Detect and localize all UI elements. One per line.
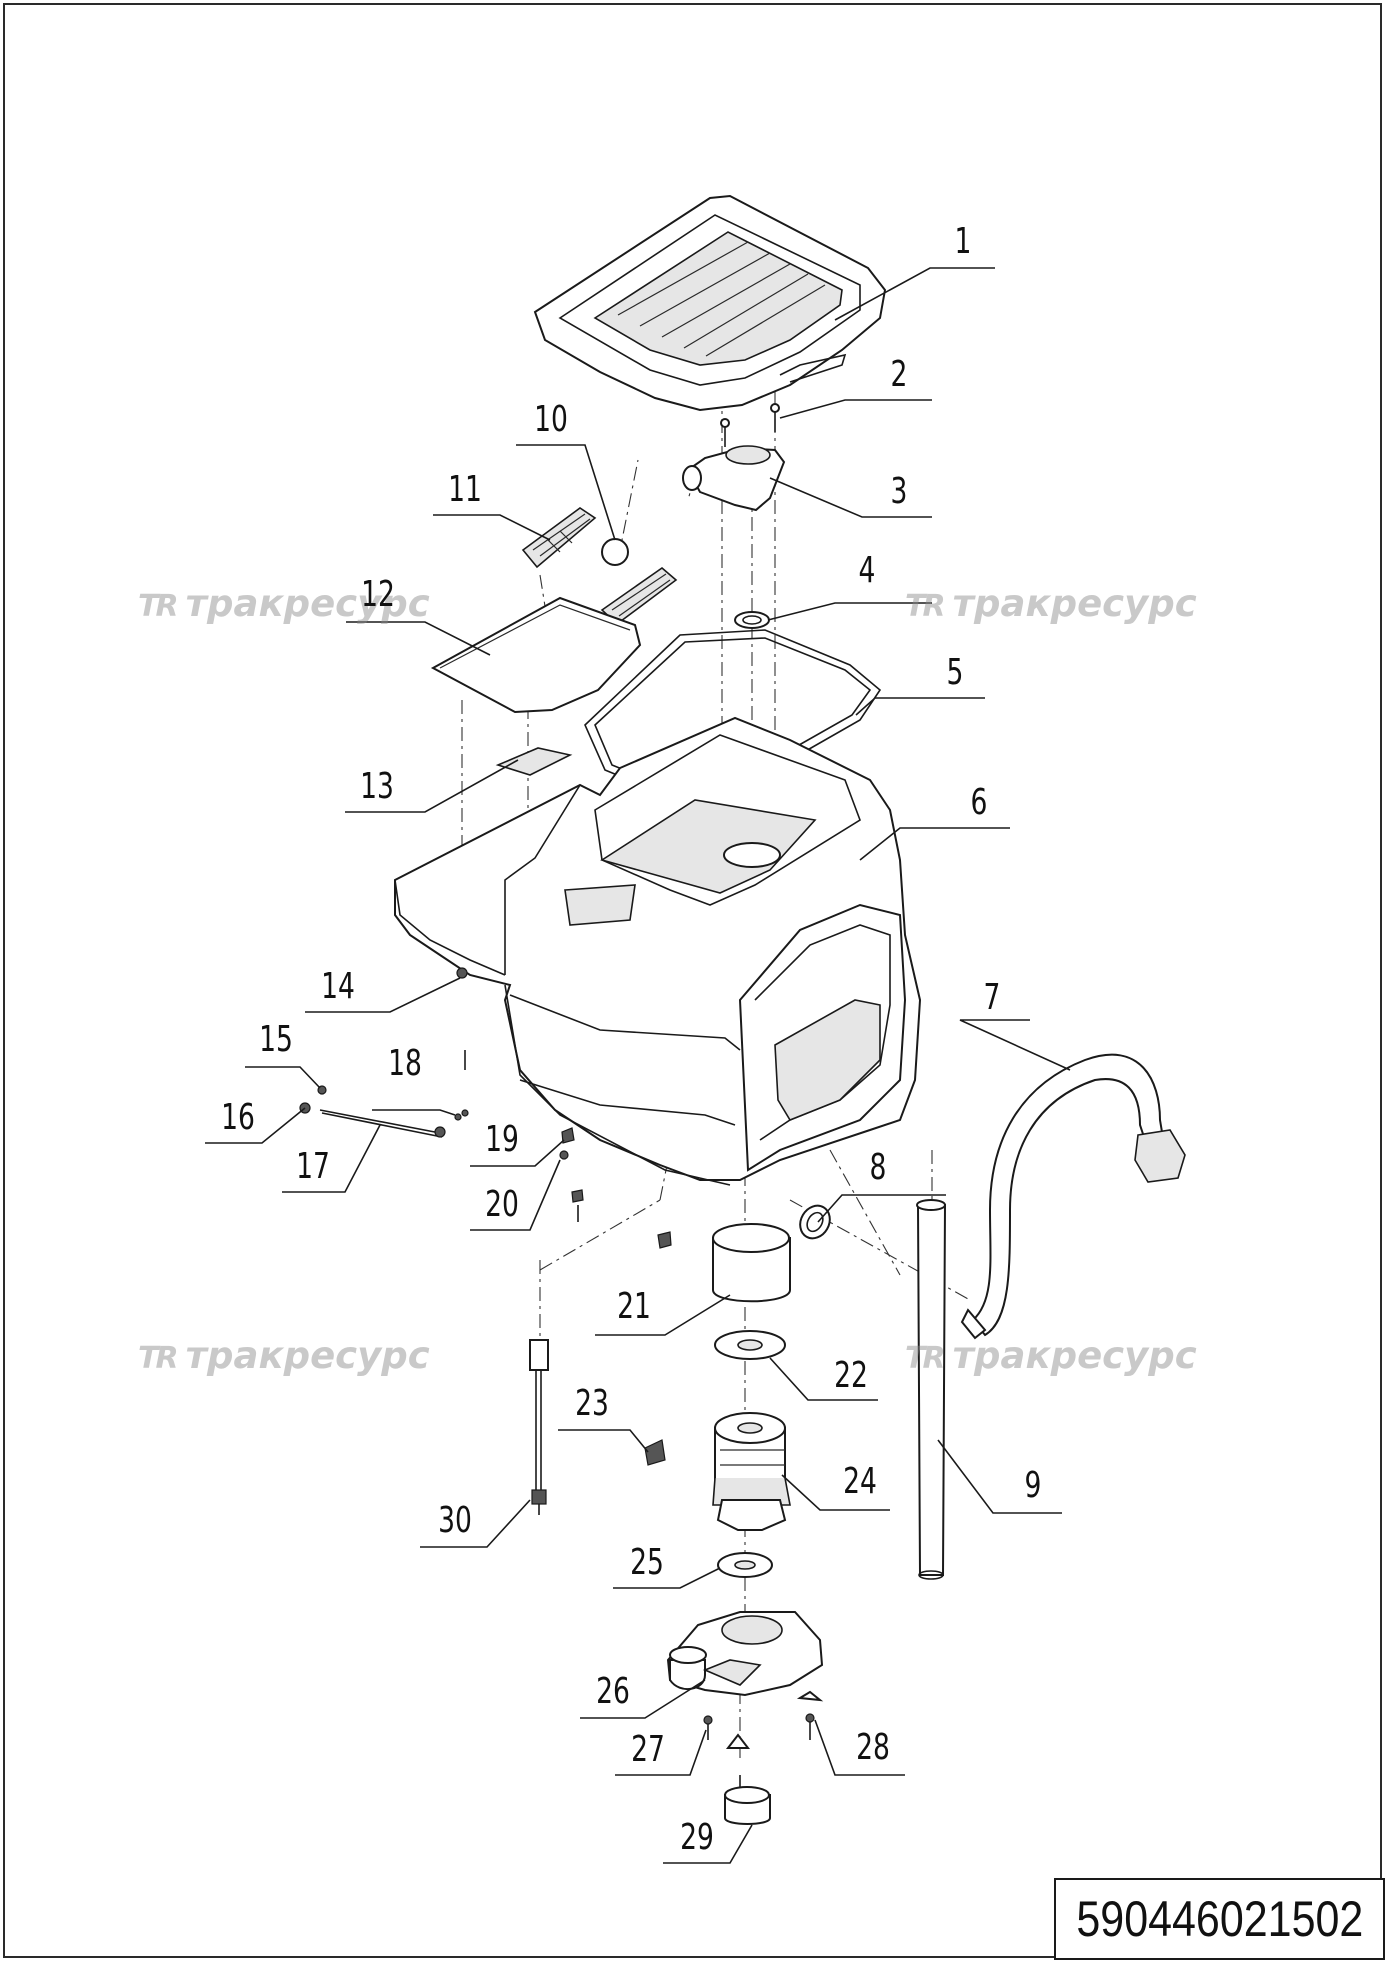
callout-2: 2 xyxy=(890,354,908,395)
watermark-text: тракресурс xyxy=(185,582,430,625)
part-23-clip xyxy=(644,1439,666,1466)
callout-14: 14 xyxy=(321,966,355,1007)
callout-24: 24 xyxy=(843,1461,877,1502)
callout-22: 22 xyxy=(834,1355,868,1396)
part-26-motor-base xyxy=(666,1611,824,1697)
part-30-level-sensor xyxy=(529,1339,549,1515)
callout-1: 1 xyxy=(954,221,972,262)
callout-26: 26 xyxy=(596,1671,630,1712)
drawing-number: 590446021502 xyxy=(1076,1891,1364,1947)
callout-28: 28 xyxy=(856,1727,890,1768)
parts-27-29-fasteners xyxy=(703,1690,824,1825)
watermark-text: тракресурс xyxy=(952,582,1197,625)
watermark-text: тракресурс xyxy=(185,1334,430,1377)
callout-29: 29 xyxy=(680,1817,714,1858)
callout-25: 25 xyxy=(630,1542,664,1583)
callout-13: 13 xyxy=(360,766,394,807)
watermark-logo: TR xyxy=(138,589,179,624)
part-8-clamp xyxy=(799,1204,831,1240)
part-7-hose xyxy=(960,1053,1186,1340)
part-24-motor xyxy=(712,1412,791,1531)
part-1-seat-cover xyxy=(533,194,887,412)
callout-19: 19 xyxy=(485,1119,519,1160)
callout-12: 12 xyxy=(361,574,395,615)
callout-21: 21 xyxy=(617,1286,651,1327)
callout-16: 16 xyxy=(221,1097,255,1138)
callout-27: 27 xyxy=(631,1729,665,1770)
callout-23: 23 xyxy=(575,1383,609,1424)
callout-9: 9 xyxy=(1024,1465,1042,1506)
callout-6: 6 xyxy=(970,782,988,823)
callout-10: 10 xyxy=(534,399,568,440)
part-22-washer xyxy=(714,1330,786,1360)
watermark-text: тракресурс xyxy=(952,1334,1197,1377)
callout-4: 4 xyxy=(858,550,876,591)
watermark-logo: TR xyxy=(905,589,946,624)
part-4-seal-ring xyxy=(734,611,770,629)
part-13-label xyxy=(495,747,573,776)
part-6-tank-body xyxy=(394,716,922,1186)
part-2-screw xyxy=(720,403,780,447)
callout-11: 11 xyxy=(448,469,482,510)
callout-7: 7 xyxy=(983,977,1001,1018)
part-21-sleeve xyxy=(712,1223,791,1303)
drawing-frame xyxy=(3,3,1382,1958)
callout-leader-lines xyxy=(205,267,1071,1864)
part-25-washer xyxy=(717,1552,773,1578)
part-9-pipe xyxy=(916,1199,947,1580)
watermark-logo: TR xyxy=(905,1341,946,1376)
part-10-round-cap xyxy=(601,538,629,566)
part-3-filler-neck xyxy=(682,445,786,512)
drawing-number-box: 590446021502 xyxy=(1054,1878,1385,1960)
part-12-cover-plate xyxy=(430,596,642,714)
callout-17: 17 xyxy=(296,1146,330,1187)
callout-20: 20 xyxy=(485,1184,519,1225)
watermark-logo: TR xyxy=(138,1341,179,1376)
callout-18: 18 xyxy=(388,1043,422,1084)
callout-15: 15 xyxy=(259,1019,293,1060)
callout-8: 8 xyxy=(869,1147,887,1188)
callout-3: 3 xyxy=(890,471,908,512)
callout-5: 5 xyxy=(946,652,964,693)
callout-30: 30 xyxy=(438,1500,472,1541)
